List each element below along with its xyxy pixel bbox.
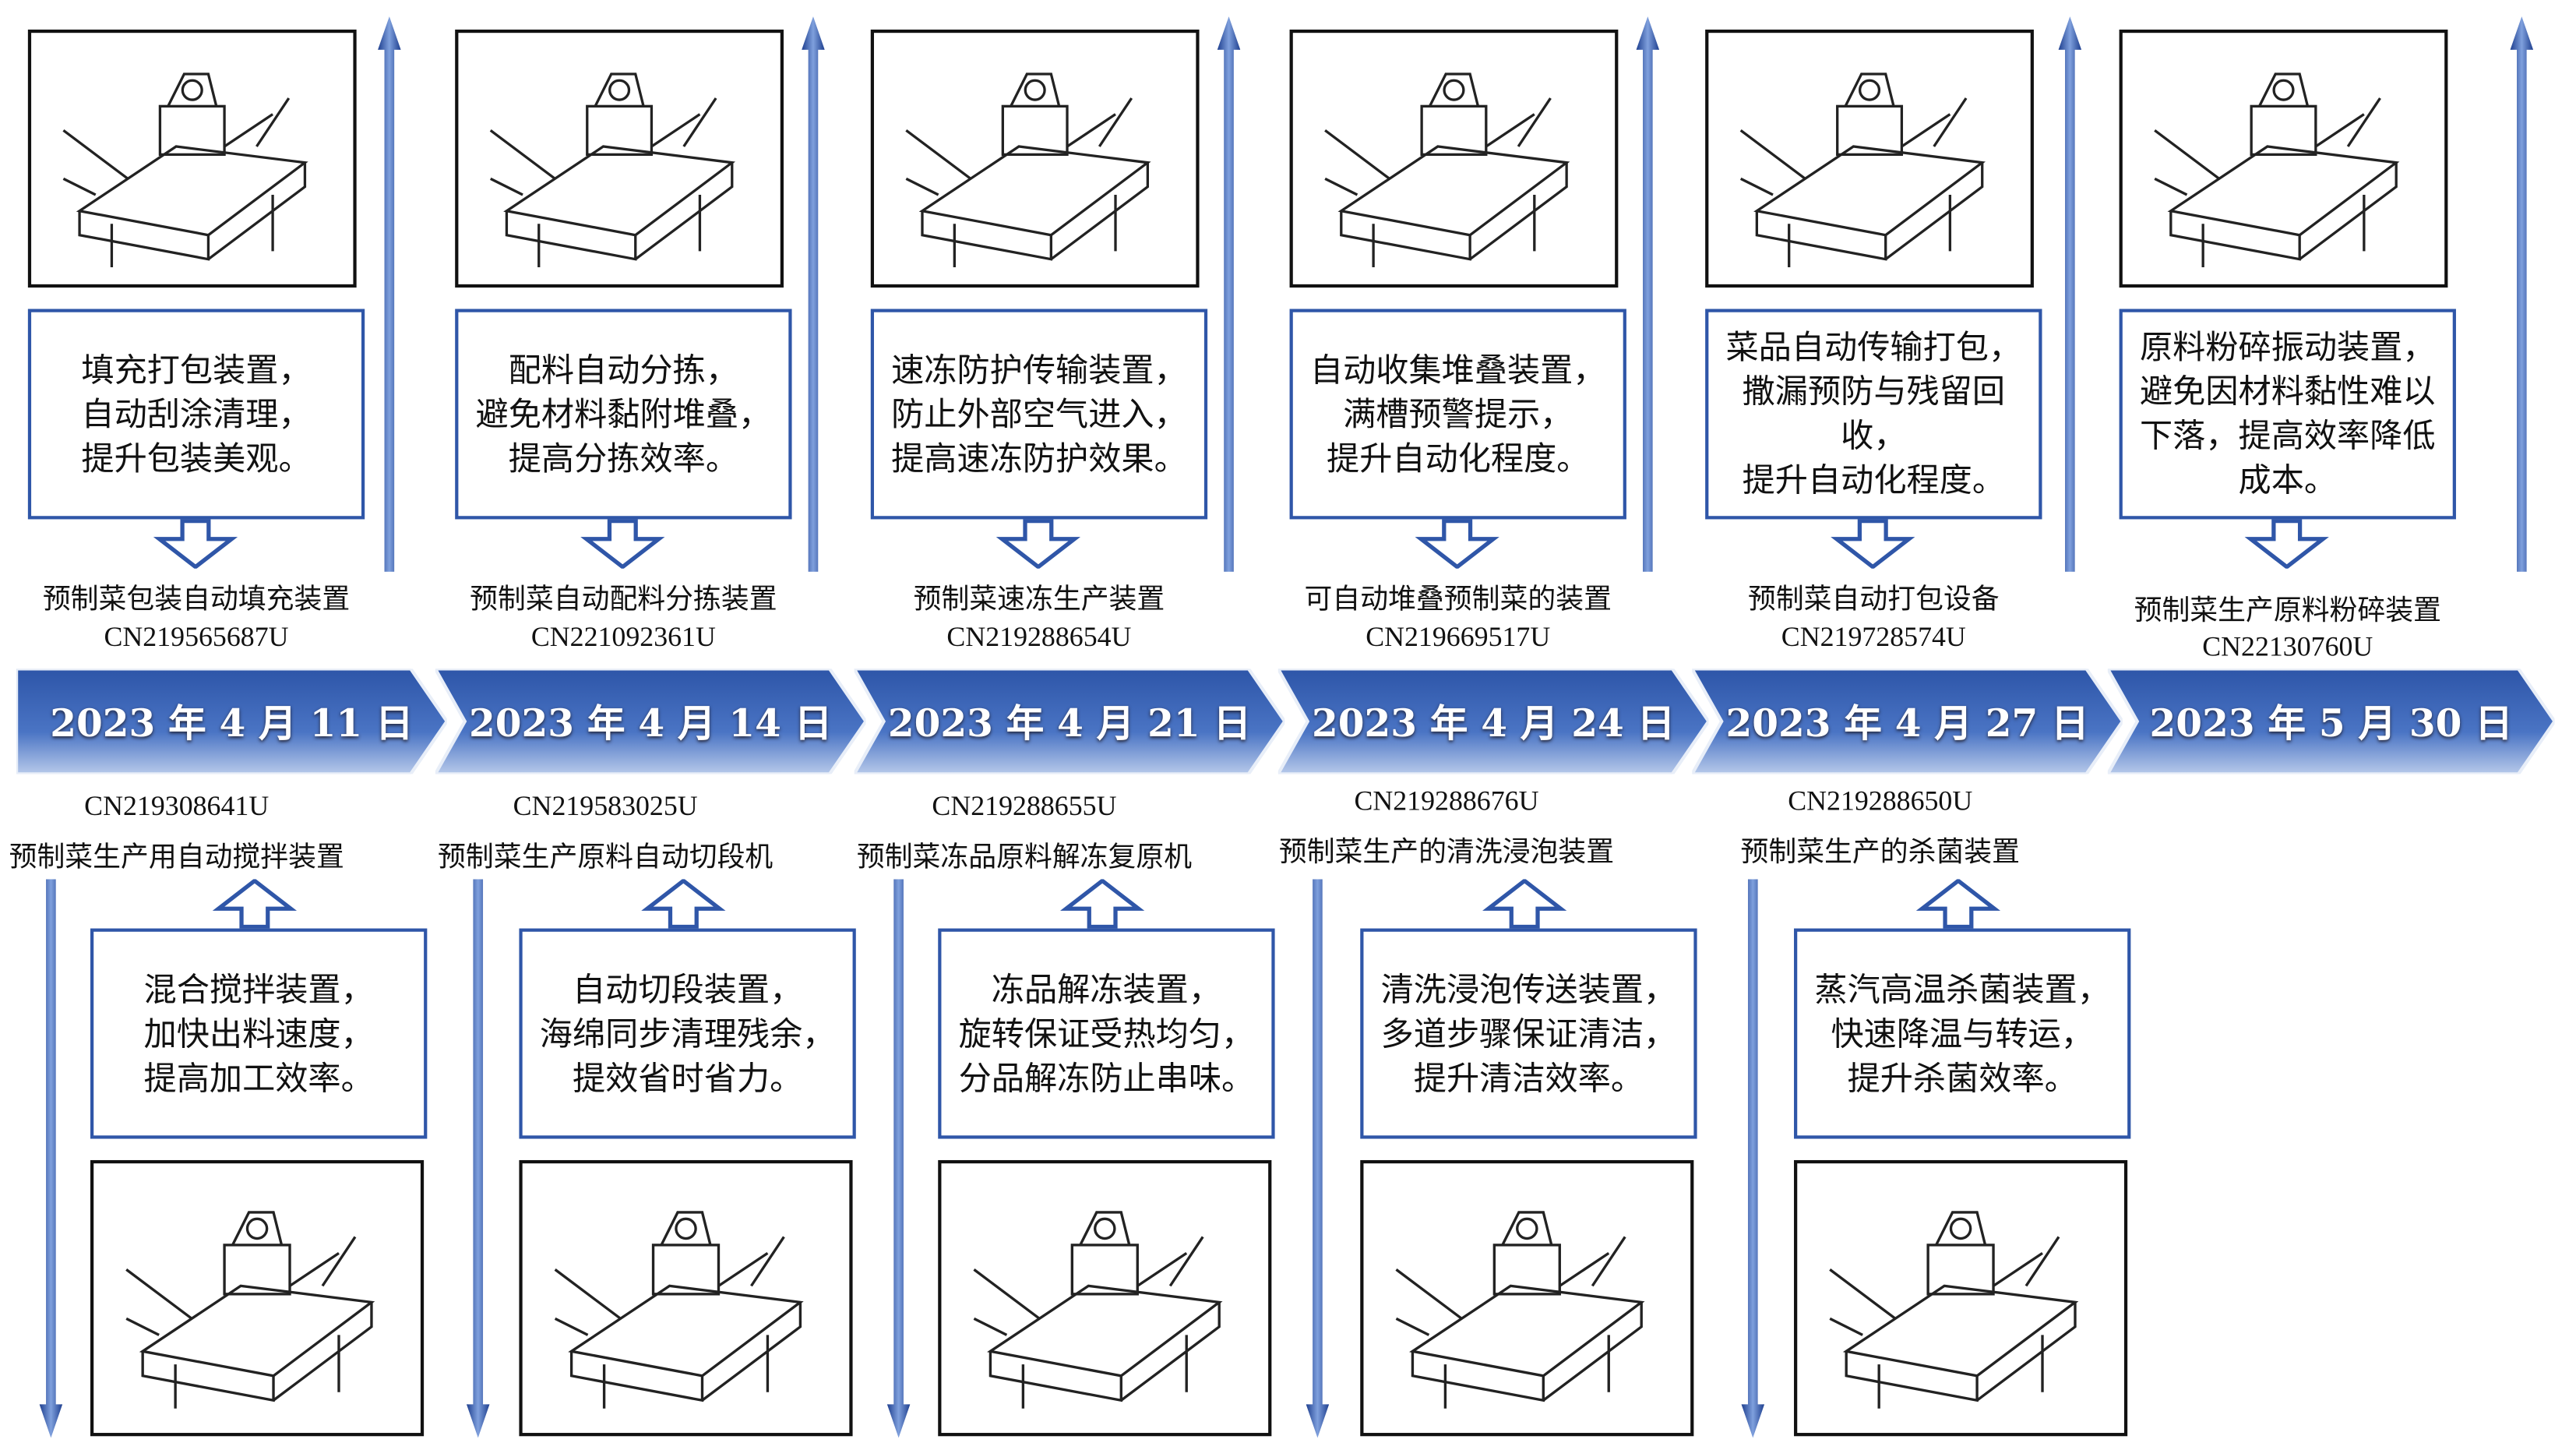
- hollow-up-arrow-icon: [206, 878, 305, 935]
- feature-description-text: 自动收集堆叠装置， 满槽预警提示， 提升自动化程度。: [1309, 349, 1606, 478]
- patent-title: 预制菜冻品原料解冻复原机: [856, 841, 1193, 874]
- feature-description-text: 菜品自动传输打包， 撒漏预防与残留回收， 提升自动化程度。: [1725, 326, 2022, 500]
- feature-description: 蒸汽高温杀菌装置， 快速降温与转运， 提升杀菌效率。: [1794, 928, 2131, 1139]
- patent-number: CN219565687U: [104, 621, 289, 653]
- hollow-up-arrow-icon: [1053, 878, 1152, 935]
- down-arrow-icon: [886, 879, 911, 1438]
- timeline-date: 2023 年 5 月 30 日: [2149, 701, 2513, 746]
- down-arrow-icon: [1306, 879, 1330, 1438]
- hollow-down-arrow-icon: [573, 518, 672, 575]
- down-arrow-icon: [466, 879, 490, 1438]
- date-chevron: 2023 年 5 月 30 日: [2107, 669, 2555, 774]
- feature-description-text: 配料自动分拣， 避免材料黏附堆叠， 提高分拣效率。: [475, 349, 772, 478]
- feature-description-text: 蒸汽高温杀菌装置， 快速降温与转运， 提升杀菌效率。: [1814, 968, 2111, 1097]
- timeline-date: 2023 年 4 月 27 日: [1725, 701, 2089, 746]
- patent-number: CN219583025U: [513, 790, 698, 822]
- patent-title: 预制菜速冻生产装置: [913, 583, 1165, 616]
- date-chevron: 2023 年 4 月 11 日: [16, 669, 447, 774]
- hollow-up-arrow-icon: [634, 878, 733, 935]
- patent-title: 预制菜生产原料粉碎装置: [2134, 594, 2441, 628]
- feature-description: 原料粉碎振动装置， 避免因材料黏性难以 下落，提高效率降低 成本。: [2119, 309, 2456, 520]
- patent-drawing: [90, 1159, 425, 1437]
- patent-title: 可自动堆叠预制菜的装置: [1304, 583, 1612, 616]
- feature-description: 配料自动分拣， 避免材料黏附堆叠， 提高分拣效率。: [455, 309, 792, 520]
- patent-drawing: [1360, 1159, 1694, 1437]
- patent-number: CN221092361U: [530, 621, 716, 653]
- feature-description-text: 填充打包装置， 自动刮涂清理， 提升包装美观。: [81, 349, 312, 478]
- patent-title: 预制菜生产的杀菌装置: [1740, 836, 2021, 870]
- date-chevron: 2023 年 4 月 24 日: [1277, 669, 1709, 774]
- patent-number: CN219669517U: [1366, 621, 1551, 653]
- timeline-date: 2023 年 4 月 24 日: [1311, 701, 1676, 746]
- feature-description: 菜品自动传输打包， 撒漏预防与残留回收， 提升自动化程度。: [1705, 309, 2042, 520]
- hollow-up-arrow-icon: [1475, 878, 1574, 935]
- patent-title: 预制菜生产的清洗浸泡装置: [1278, 836, 1615, 870]
- up-arrow-icon: [802, 16, 825, 572]
- up-arrow-icon: [2510, 16, 2534, 572]
- up-arrow-icon: [1217, 16, 1241, 572]
- up-arrow-icon: [378, 16, 401, 572]
- timeline-date: 2023 年 4 月 11 日: [50, 701, 414, 746]
- patent-drawing: [519, 1159, 853, 1437]
- patent-title: 预制菜自动配料分拣装置: [470, 583, 777, 616]
- patent-number: CN219288650U: [1788, 785, 1973, 817]
- up-arrow-icon: [1636, 16, 1660, 572]
- feature-description: 自动收集堆叠装置， 满槽预警提示， 提升自动化程度。: [1289, 309, 1626, 520]
- patent-number: CN219288676U: [1354, 785, 1539, 817]
- patent-drawing: [938, 1159, 1272, 1437]
- patent-drawing: [2119, 29, 2448, 288]
- feature-description-text: 冻品解冻装置， 旋转保证受热均匀， 分品解冻防止串味。: [958, 968, 1255, 1097]
- feature-description: 混合搅拌装置， 加快出料速度， 提高加工效率。: [90, 928, 428, 1139]
- patent-number: CN219308641U: [84, 790, 270, 822]
- patent-drawing: [1705, 29, 2034, 288]
- feature-description-text: 速冻防护传输装置， 防止外部空气进入， 提高速冻防护效果。: [891, 349, 1187, 478]
- patent-title: 预制菜自动打包设备: [1747, 583, 2000, 616]
- down-arrow-icon: [1741, 879, 1765, 1438]
- timeline-date: 2023 年 4 月 21 日: [887, 701, 1252, 746]
- date-chevron: 2023 年 4 月 14 日: [435, 669, 866, 774]
- patent-title: 预制菜生产原料自动切段机: [438, 841, 774, 874]
- feature-description: 清洗浸泡传送装置， 多道步骤保证清洁， 提升清洁效率。: [1360, 928, 1697, 1139]
- feature-description: 速冻防护传输装置， 防止外部空气进入， 提高速冻防护效果。: [870, 309, 1208, 520]
- hollow-down-arrow-icon: [1824, 518, 1922, 575]
- patent-drawing: [1794, 1159, 2128, 1437]
- feature-description: 自动切段装置， 海绵同步清理残余， 提效省时省力。: [519, 928, 856, 1139]
- feature-description-text: 混合搅拌装置， 加快出料速度， 提高加工效率。: [143, 968, 374, 1097]
- hollow-down-arrow-icon: [989, 518, 1088, 575]
- up-arrow-icon: [2058, 16, 2082, 572]
- patent-drawing: [455, 29, 784, 288]
- timeline-date: 2023 年 4 月 14 日: [469, 701, 833, 746]
- date-chevron: 2023 年 4 月 21 日: [854, 669, 1285, 774]
- patent-number: CN219288655U: [932, 790, 1117, 822]
- down-arrow-icon: [39, 879, 63, 1438]
- feature-description-text: 清洗浸泡传送装置， 多道步骤保证清洁， 提升清洁效率。: [1380, 968, 1677, 1097]
- date-chevron: 2023 年 4 月 27 日: [1692, 669, 2123, 774]
- patent-drawing: [1289, 29, 1619, 288]
- patent-title: 预制菜生产用自动搅拌装置: [9, 841, 344, 874]
- hollow-down-arrow-icon: [2237, 518, 2336, 575]
- hollow-down-arrow-icon: [1408, 518, 1506, 575]
- feature-description-text: 原料粉碎振动装置， 避免因材料黏性难以 下落，提高效率降低 成本。: [2139, 326, 2436, 500]
- patent-drawing: [27, 29, 357, 288]
- patent-drawing: [870, 29, 1200, 288]
- feature-description-text: 自动切段装置， 海绵同步清理残余， 提效省时省力。: [539, 968, 836, 1097]
- feature-description: 填充打包装置， 自动刮涂清理， 提升包装美观。: [27, 309, 365, 520]
- patent-number: CN22130760U: [2202, 630, 2373, 662]
- patent-number: CN219288654U: [946, 621, 1132, 653]
- patent-title: 预制菜包装自动填充装置: [42, 583, 351, 616]
- feature-description: 冻品解冻装置， 旋转保证受热均匀， 分品解冻防止串味。: [938, 928, 1275, 1139]
- hollow-up-arrow-icon: [1909, 878, 2008, 935]
- patent-number: CN219728574U: [1781, 621, 1966, 653]
- hollow-down-arrow-icon: [146, 518, 245, 575]
